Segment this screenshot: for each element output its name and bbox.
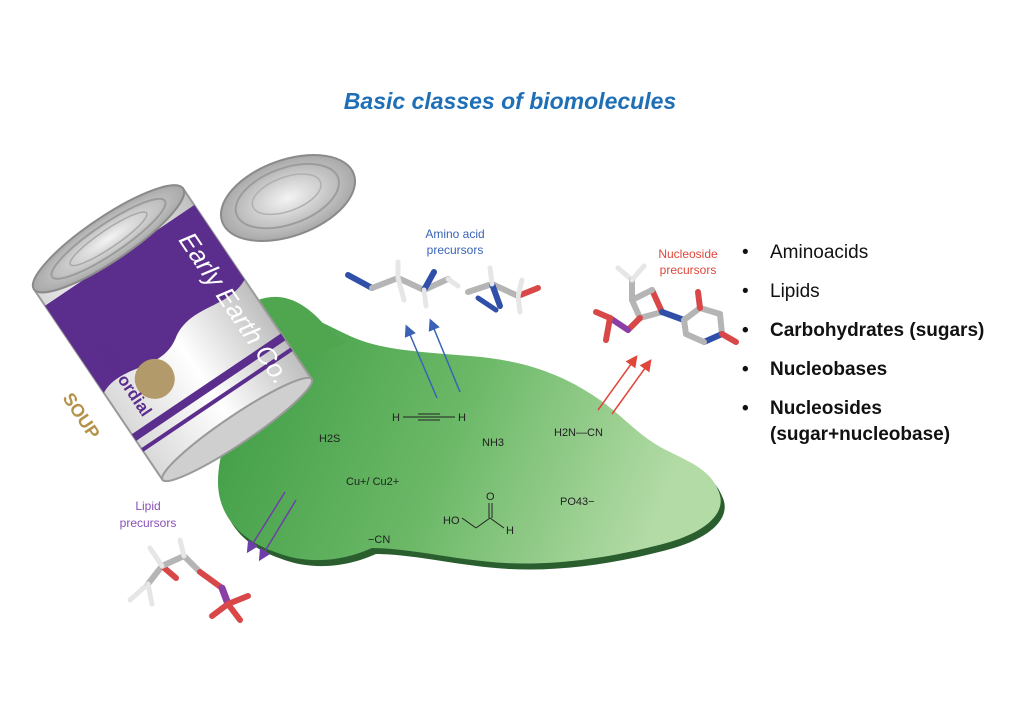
bullet-text-continued: (sugar+nucleobase) <box>770 424 951 445</box>
lipid-label-line1: Lipid <box>135 499 160 513</box>
bullet-text: Aminoacids <box>770 242 869 263</box>
can-emblem <box>134 358 175 399</box>
can-lid <box>219 154 357 242</box>
bullet-text: Nucleobases <box>770 359 888 380</box>
acetylene-h-right: H <box>458 412 466 424</box>
soup-puddle <box>218 310 721 564</box>
can-soup-text: SOUP <box>59 389 104 442</box>
slide-title: Basic classes of biomolecules <box>343 88 677 114</box>
nucleoside-arrow-1 <box>597 355 638 411</box>
lipid-arrow-2 <box>258 499 297 562</box>
glycolaldehyde-ho: HO <box>443 515 460 527</box>
nucleoside-label-line2: precursors <box>660 263 717 277</box>
bullet-dot: • <box>742 242 749 263</box>
h2s-label: H2S <box>319 433 340 445</box>
glycolaldehyde-h: H <box>506 525 514 537</box>
bullet-dot: • <box>742 398 749 419</box>
biomolecule-list: • Aminoacids • Lipids • Carbohydrates (suga… <box>742 240 984 461</box>
bullet-nucleosides: • Nucleosides (sugar+nucleobase) <box>742 396 984 448</box>
amino-arrow-2 <box>428 318 461 393</box>
nh3-label: NH3 <box>482 437 504 449</box>
bullet-text: Carbohydrates (sugars) <box>770 320 985 341</box>
soup-can <box>31 184 314 483</box>
phosphate-label: PO43− <box>560 496 595 508</box>
amino-acid-molecule-1 <box>345 259 461 309</box>
bullet-carbohydrates: • Carbohydrates (sugars) <box>742 318 984 344</box>
copper-label: Cu+/ Cu2+ <box>346 476 399 488</box>
cyanide-label: −CN <box>368 534 390 546</box>
cyanamide-label: H2N—CN <box>554 427 603 439</box>
nucleoside-label-line1: Nucleoside <box>658 247 718 261</box>
bullet-lipids: • Lipids <box>742 279 984 305</box>
amino-acid-label-line1: Amino acid <box>425 227 484 241</box>
amino-acid-label-line2: precursors <box>427 243 484 257</box>
acetylene-h-left: H <box>392 412 400 424</box>
amino-arrow-1 <box>404 324 438 399</box>
glycolaldehyde-o: O <box>486 491 495 503</box>
bullet-dot: • <box>742 281 749 302</box>
lipid-arrow-1 <box>246 491 286 554</box>
nucleoside-arrow-2 <box>611 359 652 415</box>
lipid-label-line2: precursors <box>120 516 177 530</box>
lipid-molecule <box>127 537 251 623</box>
bullet-aminoacids: • Aminoacids <box>742 240 984 266</box>
acetylene-bond <box>403 413 455 421</box>
bullet-dot: • <box>742 320 749 341</box>
bullet-text: Lipids <box>770 281 820 302</box>
bullet-dot: • <box>742 359 749 380</box>
amino-acid-molecule-2 <box>465 265 541 315</box>
bullet-text: Nucleosides <box>770 398 882 419</box>
bullet-nucleobases: • Nucleobases <box>742 357 984 383</box>
nucleoside-molecule <box>593 263 739 345</box>
glycolaldehyde-bonds <box>461 503 505 529</box>
